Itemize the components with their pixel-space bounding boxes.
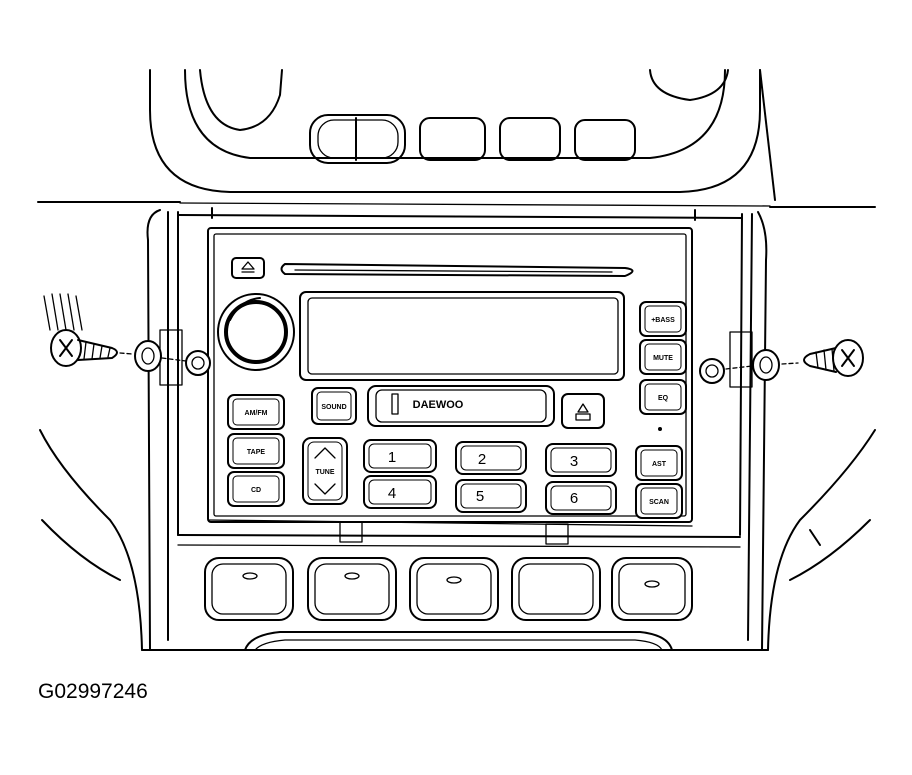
bass-button-label: +BASS [651,317,675,324]
cd-button-label: CD [251,487,261,494]
preset-button-1 [363,439,437,473]
lower-vent-1 [204,557,294,621]
cassette-door [367,385,555,427]
left-buttons: AM/FM TAPE CD [227,394,285,507]
ast-button [635,445,683,481]
preset-button-2 [455,441,527,475]
scan-button-label: SCAN [649,499,669,506]
left-screw [50,329,118,367]
indicator-dot [658,427,662,431]
lower-vent-3 [409,557,499,621]
radio-unit: DAEWOO SOUND AM/FM TAPE CD TUNE [207,227,693,545]
eq-button-label: EQ [658,395,669,402]
console-frame [146,207,768,651]
preset-button-4 [363,475,437,509]
tape-button-label: TAPE [247,449,265,456]
eq-button [639,379,687,415]
figure-id: G02997246 [38,680,148,703]
preset-button-3 [545,443,617,477]
upper-dashboard [37,69,876,208]
upper-vent-4 [574,119,636,161]
motion-lines [43,293,83,331]
preset-label-3: 3 [570,453,578,470]
left-screw-assembly [43,293,187,372]
tape-eject-button [561,393,605,429]
preset-label-6: 6 [570,490,578,507]
display [299,291,625,381]
sound-button [311,387,357,425]
tune-label: TUNE [315,469,334,476]
amfm-button [227,394,285,430]
cd-button [227,471,285,507]
scan-button [635,483,683,519]
mute-button-label: MUTE [653,355,673,362]
upper-vent-2 [419,117,486,161]
preset-label-2: 2 [478,451,486,468]
sound-button-label: SOUND [321,404,346,411]
right-buttons: +BASS MUTE EQ AST SCAN [635,301,687,519]
preset-label-4: 4 [388,485,396,502]
lower-vents [204,557,693,621]
lower-vent-2 [307,557,397,621]
bass-button [639,301,687,337]
upper-vents [309,114,636,164]
tape-button [227,433,285,469]
amfm-button-label: AM/FM [245,410,268,417]
right-screw [803,339,864,377]
lower-console [39,429,876,651]
preset-label-1: 1 [388,449,396,466]
upper-vent-3 [499,117,561,161]
preset-label-5: 5 [476,488,484,505]
upper-vent-1 [309,114,406,164]
preset-buttons: 1 2 3 4 5 6 [363,439,617,515]
cd-slot [280,263,634,277]
lower-vent-5 [611,557,693,621]
brand-label: DAEWOO [413,399,464,411]
preset-button-5 [455,479,527,513]
mute-button [639,339,687,375]
mounting-holes [185,350,725,384]
ast-button-label: AST [652,461,667,468]
cd-eject-button [231,257,265,279]
preset-button-6 [545,481,617,515]
right-screw-assembly [725,339,864,381]
tune-rocker [302,437,348,505]
lower-vent-4 [511,557,601,621]
